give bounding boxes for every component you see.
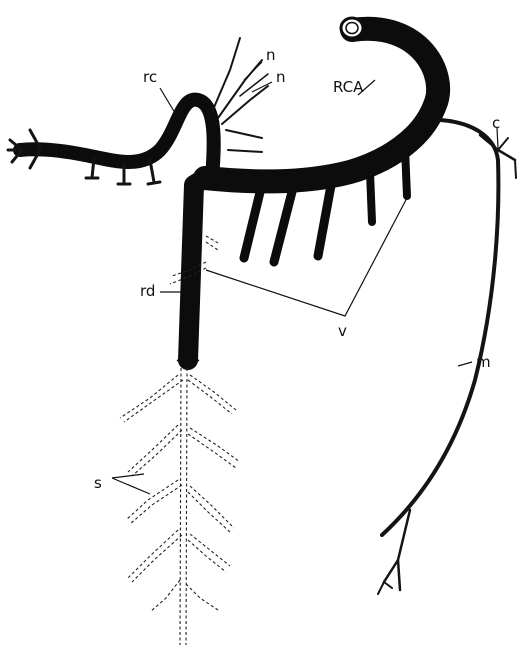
- rca-main-trunk: [177, 18, 438, 364]
- label-v: v: [338, 322, 347, 340]
- label-s: s: [94, 474, 102, 492]
- label-rd: rd: [140, 282, 155, 300]
- label-m: m: [476, 353, 491, 371]
- label-c: c: [492, 114, 500, 132]
- label-rc: rc: [143, 68, 157, 86]
- rc-branch: [8, 100, 214, 184]
- label-n2: n: [276, 68, 286, 86]
- label-n1: n: [266, 46, 276, 64]
- label-rca: RCA: [333, 78, 364, 96]
- s-septal-branches: [120, 236, 240, 645]
- rca-ostium: [341, 18, 363, 38]
